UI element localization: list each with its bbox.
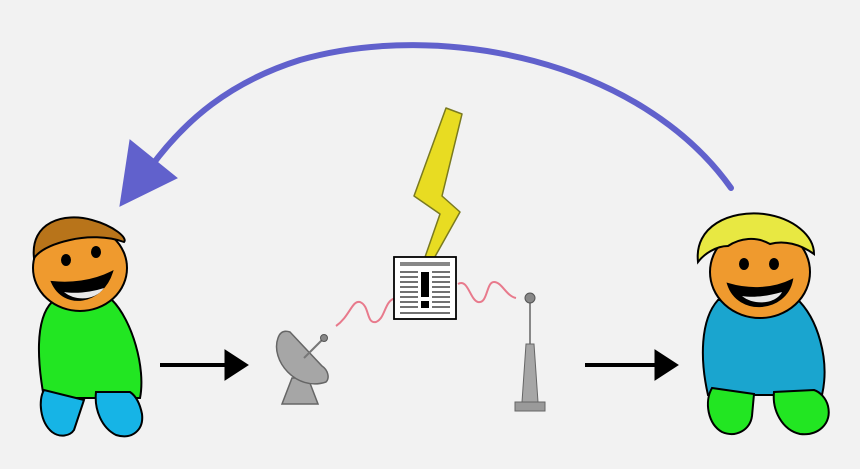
antenna-tip [524, 292, 536, 304]
lightning-bolt-icon [413, 107, 463, 263]
sender-tongue [64, 288, 104, 299]
sender-left-eye [61, 254, 71, 266]
feedback-arrow-head [119, 139, 178, 207]
receiver-person-icon [696, 212, 830, 436]
signal-wave-message-to-receiver [457, 280, 517, 304]
exclamation-icon-bar [421, 272, 429, 297]
flow-arrow-head [654, 349, 679, 381]
exclamation-icon-dot [421, 301, 429, 308]
document-text-lines [400, 271, 450, 314]
antenna-icon [514, 292, 546, 412]
flow-arrow-sender-to-transmitter [160, 349, 249, 381]
flow-arrow-antenna-to-receiver [585, 349, 679, 381]
sender-person-icon [32, 216, 144, 438]
document-frame [393, 256, 457, 320]
dish-feed-arm [303, 339, 323, 359]
sender-right-eye [91, 246, 101, 258]
sender-shirt [37, 298, 143, 399]
sender-left-leg [39, 388, 86, 437]
sender-hair [32, 216, 126, 261]
antenna-base [514, 401, 546, 412]
sender-right-leg [94, 391, 144, 438]
signal-wave-transmitter-to-message [335, 297, 397, 327]
antenna-mast [521, 343, 539, 403]
dish-bowl [275, 330, 329, 385]
document-header-bar [400, 262, 450, 266]
receiver-left-leg [706, 386, 756, 435]
flow-arrow-head [224, 349, 249, 381]
dish-feed-tip [320, 334, 328, 342]
alert-document-icon [393, 256, 457, 320]
feedback-arrow [119, 42, 734, 207]
receiver-left-eye [739, 258, 749, 270]
receiver-hair [696, 212, 816, 265]
receiver-tongue [742, 292, 782, 303]
receiver-mouth [726, 278, 794, 308]
feedback-arrow-arc [147, 42, 734, 191]
satellite-dish-icon [275, 330, 329, 405]
receiver-right-leg [772, 388, 830, 436]
receiver-right-eye [769, 258, 779, 270]
